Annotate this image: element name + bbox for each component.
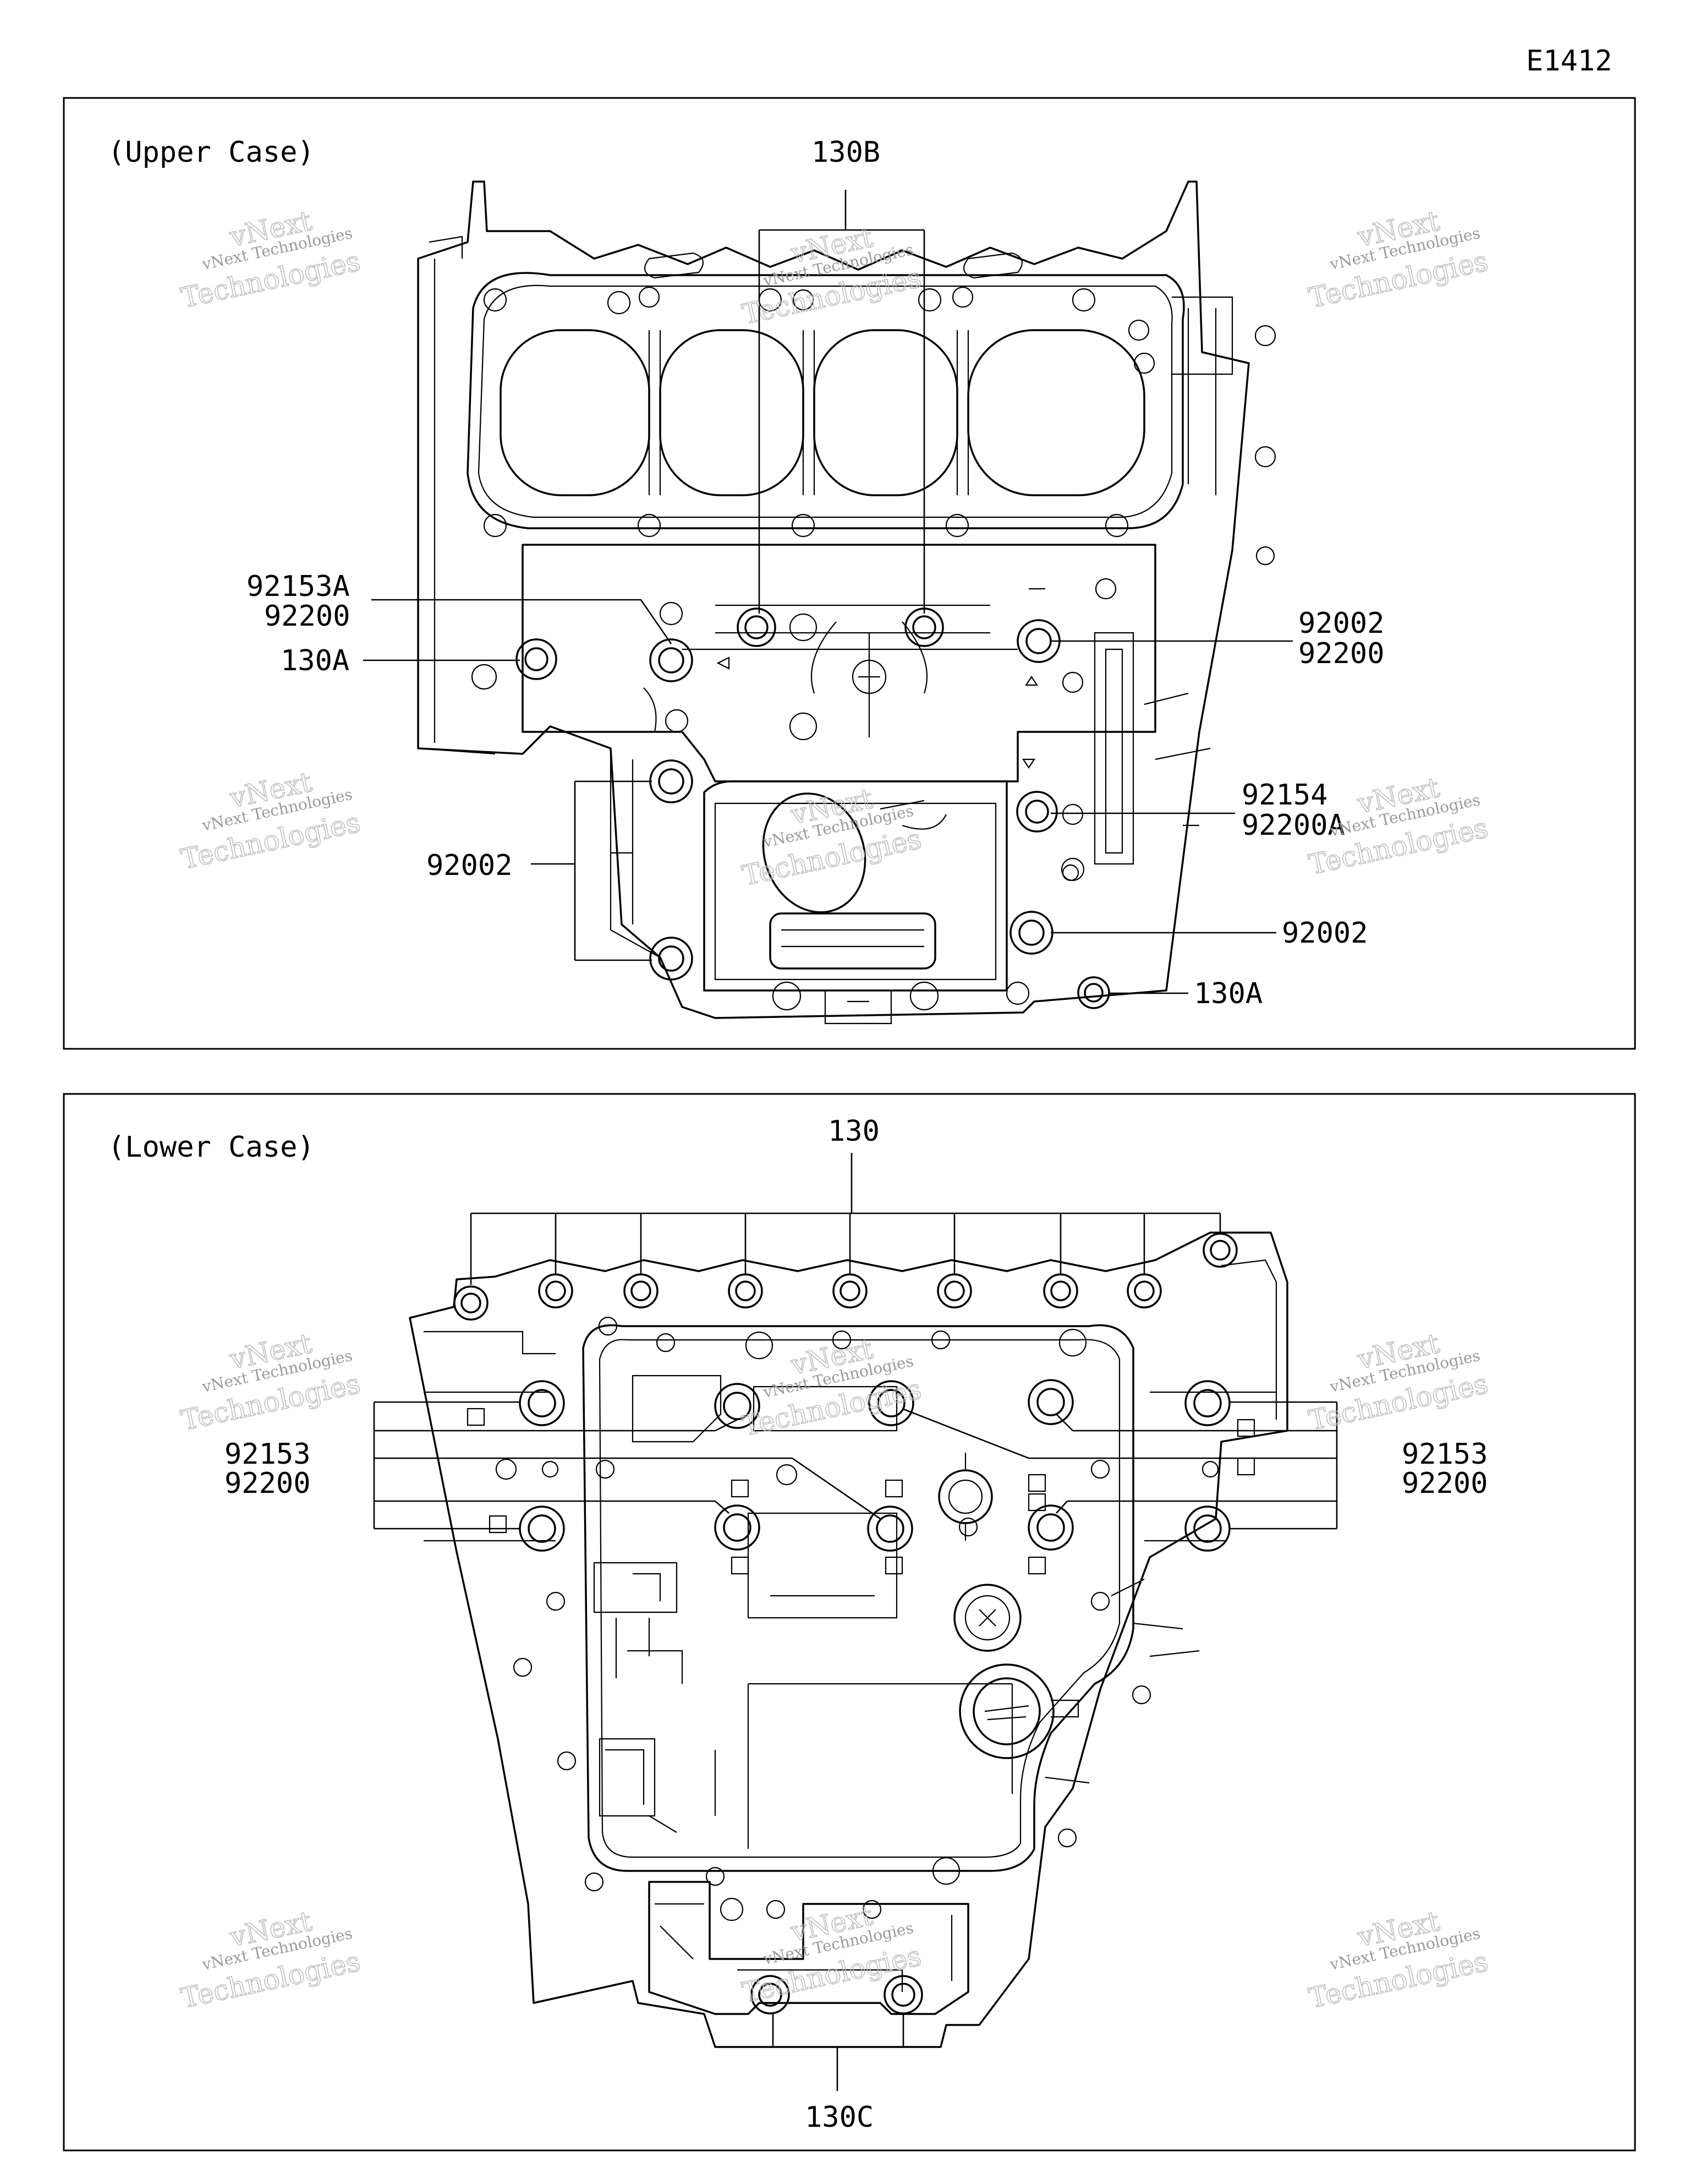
label-92154: 92154 [1242,779,1328,812]
watermark-top-right: vNext Technologies vNext Technologies [1305,204,1491,314]
label-92153-left: 92153 [224,1438,311,1471]
watermark-top-left: vNext Technologies vNext Technologies [178,204,363,314]
upper-case-panel [63,97,1636,1050]
watermark-mid-center: vNext Technologies vNext Technologies [739,782,924,892]
watermark-bottom-left: vNext Technologies vNext Technologies [178,1904,363,2015]
watermark-mid-left: vNext Technologies vNext Technologies [178,765,363,875]
lower-case-title: (Lower Case) [108,1131,315,1164]
lower-crankcase-drawing [409,1231,1288,2048]
lower-case-panel [63,1093,1636,2152]
label-92200-left: 92200 [224,1467,311,1500]
label-92200-upper-right: 92200 [1298,637,1385,670]
upper-leader-lines [363,190,1293,994]
label-92200-upper-left: 92200 [264,600,350,633]
label-130C: 130C [805,2101,874,2134]
label-92153A: 92153A [246,570,350,603]
upper-case-title: (Upper Case) [108,136,315,169]
label-92002-lower-right: 92002 [1282,917,1368,950]
label-92002-upper-right: 92002 [1298,607,1385,640]
label-130A-left: 130A [281,644,349,677]
upper-crankcase-drawing [417,180,1276,1025]
label-130B: 130B [811,136,880,169]
watermark-bottom-right: vNext Technologies vNext Technologies [1305,1904,1491,2015]
watermark-bottom-center: vNext Technologies vNext Technologies [739,1899,924,2009]
label-92200-right: 92200 [1402,1467,1488,1500]
diagram-code: E1412 [1526,45,1612,78]
label-130A-right: 130A [1194,977,1263,1010]
label-92153-right: 92153 [1402,1438,1488,1471]
label-92200A: 92200A [1242,809,1345,842]
watermark-lower-left: vNext Technologies vNext Technologies [178,1327,363,1437]
watermark-lower-right: vNext Technologies vNext Technologies [1305,1327,1491,1437]
label-130: 130 [828,1115,880,1148]
lower-leader-lines [373,1153,1338,2091]
label-92002-left: 92002 [426,849,513,882]
